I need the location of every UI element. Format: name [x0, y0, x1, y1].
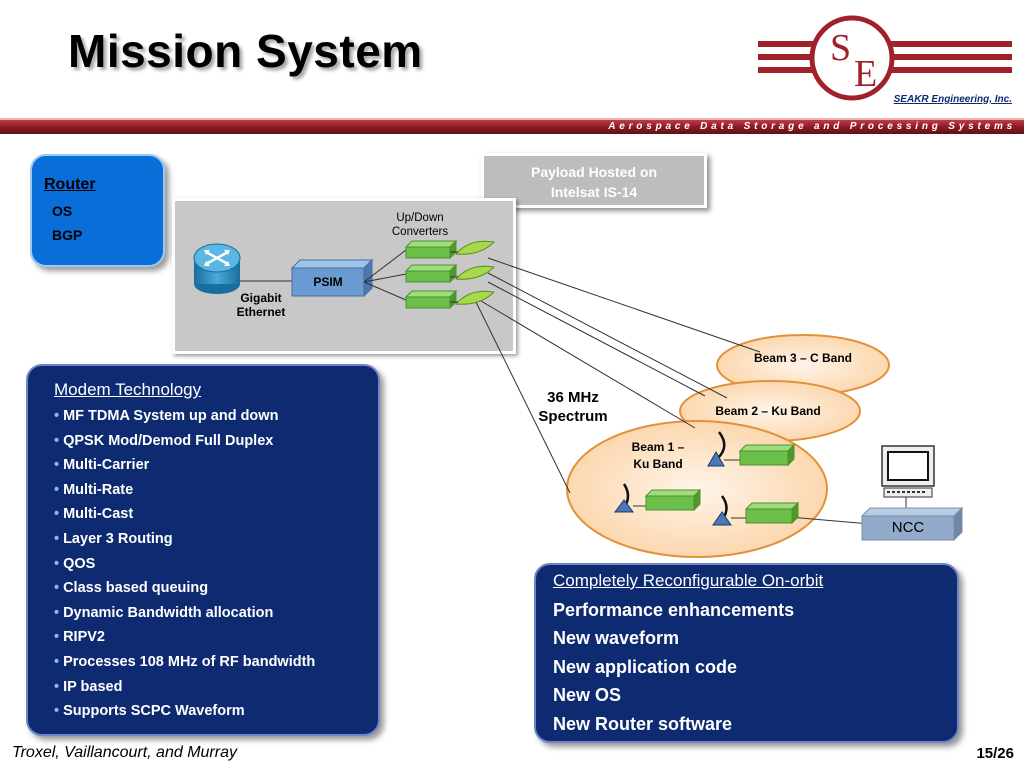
reconfigurable-box: Completely Reconfigurable On-orbit Perfo…	[534, 563, 959, 743]
page-number: 15/26	[976, 745, 1014, 762]
ncc-box	[860, 506, 964, 542]
beam-1-label: Beam 1 – Ku Band	[610, 439, 706, 473]
modem-item: •QOS	[54, 555, 96, 572]
updown-line-2: Converters	[391, 226, 449, 238]
ncc-label: NCC	[891, 519, 925, 536]
seakr-logo: S E SEAKR Engineering, Inc.	[758, 15, 1012, 105]
payload-line-2: Intelsat IS-14	[550, 184, 638, 200]
antenna-icons	[454, 240, 496, 305]
reconfig-heading: Completely Reconfigurable On-orbit	[553, 571, 824, 590]
reconfig-item: New waveform	[553, 628, 680, 649]
gigabit-ethernet-label: Gigabit Ethernet	[226, 291, 296, 319]
updown-line-1: Up/Down	[396, 212, 444, 224]
up-down-converters	[404, 239, 458, 310]
payload-box: Payload Hosted on Intelsat IS-14	[481, 153, 707, 208]
modem-item: •IP based	[54, 678, 123, 695]
reconfig-item: New Router software	[553, 713, 733, 734]
reconfig-item: New OS	[553, 685, 622, 706]
modem-list: •MF TDMA System up and down •QPSK Mod/De…	[54, 404, 315, 724]
modem-heading: Modem Technology	[54, 380, 202, 399]
tagline: Aerospace Data Storage and Processing Sy…	[608, 121, 1016, 132]
beam-3-label: Beam 3 – C Band	[753, 351, 853, 365]
psim-box	[290, 258, 374, 298]
router-heading: Router	[44, 176, 96, 193]
updown-converters-label: Up/Down Converters	[378, 211, 462, 239]
modem-technology-box: Modem Technology •MF TDMA System up and …	[26, 364, 380, 736]
modem-item: •Supports SCPC Waveform	[54, 703, 245, 720]
modem-item: •Multi-Rate	[54, 481, 134, 498]
beam-1-line-2: Ku Band	[633, 457, 683, 471]
payload-line-1: Payload Hosted on	[530, 164, 658, 180]
slide-title: Mission System	[68, 25, 423, 77]
modem-item: •Processes 108 MHz of RF bandwidth	[54, 653, 316, 670]
beam-1-line-1: Beam 1 –	[631, 440, 685, 454]
spectrum-line-2: Spectrum	[538, 408, 608, 425]
modem-item: •Multi-Carrier	[54, 457, 150, 474]
modem-item: •RIPV2	[54, 629, 105, 646]
beam-2-label: Beam 2 – Ku Band	[715, 404, 821, 418]
header-bar	[0, 118, 1024, 134]
reconfig-item: Performance enhancements	[553, 599, 795, 620]
router-item-bgp: BGP	[52, 227, 83, 243]
gigabit-line-2: Ethernet	[236, 305, 286, 319]
spectrum-line-1: 36 MHz	[547, 389, 599, 406]
computer-icon	[881, 445, 935, 498]
logo-letter-e: E	[854, 53, 877, 95]
router-icon	[193, 243, 241, 294]
modem-item: •Class based queuing	[54, 580, 209, 597]
ground-terminals	[614, 431, 800, 526]
reconfig-list: Completely Reconfigurable On-orbit Perfo…	[553, 567, 823, 739]
modem-item: •Dynamic Bandwidth allocation	[54, 604, 274, 621]
spectrum-label: 36 MHz Spectrum	[528, 388, 618, 426]
logo-letter-s: S	[830, 27, 851, 69]
modem-item: •QPSK Mod/Demod Full Duplex	[54, 432, 274, 449]
router-box: Router OS BGP	[30, 154, 165, 267]
modem-item: •MF TDMA System up and down	[54, 408, 279, 424]
footer-authors: Troxel, Vaillancourt, and Murray	[12, 744, 237, 761]
router-item-os: OS	[52, 203, 73, 219]
modem-item: •Multi-Cast	[54, 506, 134, 523]
logo-company-name: SEAKR Engineering, Inc.	[894, 94, 1012, 105]
modem-item: •Layer 3 Routing	[54, 530, 173, 547]
reconfig-item: New application code	[553, 656, 738, 677]
gigabit-line-1: Gigabit	[240, 291, 282, 305]
psim-label: PSIM	[313, 275, 343, 289]
